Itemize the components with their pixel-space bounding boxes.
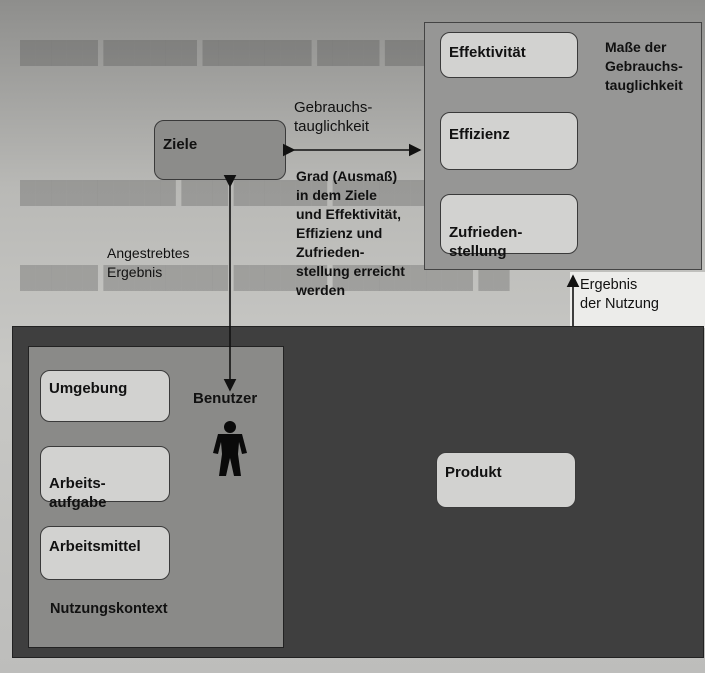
measure-label-effectiveness: Effektivität <box>449 44 526 61</box>
user-label: Benutzer <box>193 390 258 407</box>
measure-box-satisfaction: Zufrieden- stellung <box>440 194 578 260</box>
result-of-use-label: Ergebnis der Nutzung <box>580 277 659 312</box>
degree-description: Grad (Ausmaß) in dem Ziele und Effektivi… <box>296 168 405 298</box>
goals-label: Ziele <box>163 136 198 153</box>
measure-label-satisfaction: Zufrieden- stellung <box>449 224 523 260</box>
context-label-equipment: Arbeitsmittel <box>49 538 141 555</box>
context-label-environment: Umgebung <box>49 380 128 397</box>
measures-title: Maße der Gebrauchs- tauglichkeit <box>605 39 683 93</box>
usability-label: Gebrauchs- tauglichkeit <box>294 99 373 135</box>
person-icon <box>213 421 247 476</box>
product-label: Produkt <box>445 464 502 481</box>
product-box: Produkt <box>436 452 576 508</box>
context-box-environment: Umgebung <box>40 370 170 422</box>
context-label-task: Arbeits- aufgabe <box>49 475 107 511</box>
context-box-task: Arbeits- aufgabe <box>40 446 170 511</box>
measure-box-effectiveness: Effektivität <box>440 32 578 78</box>
context-of-use-title: Nutzungskontext <box>50 601 168 617</box>
goals-box: Ziele <box>154 120 286 180</box>
intended-outcome-label: Angestrebtes Ergebnis <box>107 245 190 280</box>
measure-label-efficiency: Effizienz <box>449 126 510 143</box>
result-label-background <box>570 272 705 328</box>
measure-box-efficiency: Effizienz <box>440 112 578 170</box>
context-box-equipment: Arbeitsmittel <box>40 526 170 580</box>
